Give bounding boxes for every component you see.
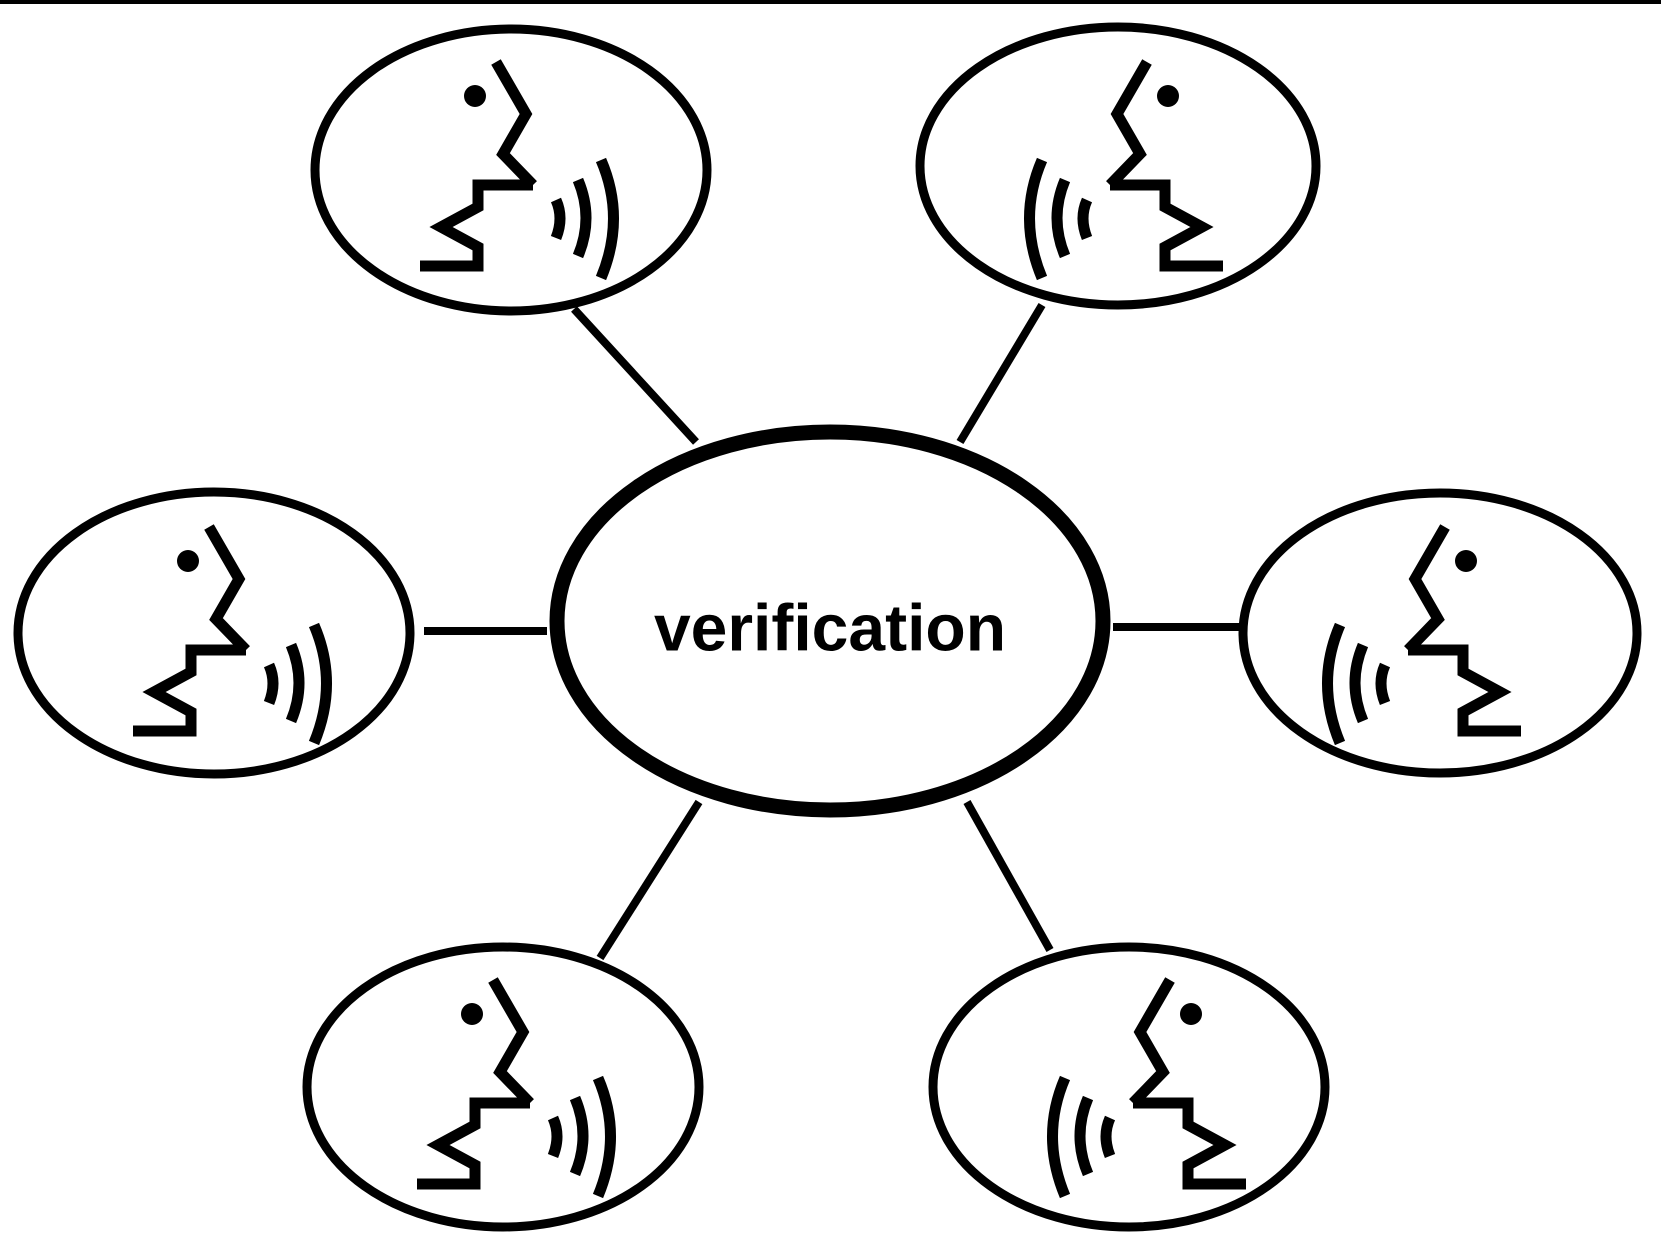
hub-node: verification [549,424,1111,818]
speaker-node-bottom-left [302,942,704,1232]
speaker-node-top-right [915,22,1321,310]
speaker-node-top-left [310,24,712,316]
speaker-node-ellipse [915,22,1321,310]
speaker-node-ellipse [302,942,704,1232]
speaker-node-ellipse [13,487,415,779]
speaker-node-ellipse [1238,488,1642,778]
speaker-node-middle-right [1238,488,1642,778]
speaker-node-middle-left [13,487,415,779]
top-border-rule [0,0,1661,4]
hub-ellipse [549,424,1111,818]
speaker-node-ellipse [928,942,1330,1232]
connector-bottom-left [596,799,703,961]
connectors [424,302,1241,961]
connector-top-right [956,302,1046,445]
connector-bottom-right [963,800,1054,952]
connector-top-left [571,306,699,445]
hub-label: verification [654,590,1006,664]
speaker-node-bottom-right [928,942,1330,1232]
